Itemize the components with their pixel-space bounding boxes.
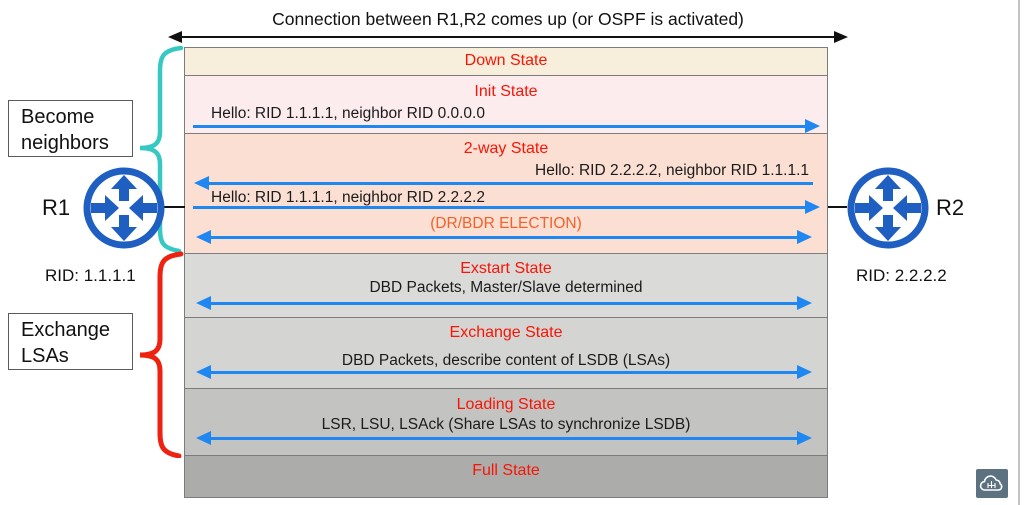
become-neighbors-box: Become neighbors xyxy=(8,100,133,157)
exchange-lsas-label: Exchange LSAs xyxy=(21,319,110,367)
brace-exchange-lsas xyxy=(139,251,184,458)
hello-message: Hello: RID 2.2.2.2, neighbor RID 1.1.1.1 xyxy=(535,162,809,179)
rid-r1: RID: 1.1.1.1 xyxy=(45,266,136,285)
packet-arrow-right xyxy=(192,200,820,214)
become-neighbors-label: Become neighbors xyxy=(21,106,109,154)
dr-bdr-election-label: (DR/BDR ELECTION) xyxy=(430,215,582,232)
dbd-message: DBD Packets, describe content of LSDB (L… xyxy=(341,352,671,369)
page-edge-divider xyxy=(1018,0,1020,505)
state-title: Down State xyxy=(464,52,548,69)
connection-span-arrow xyxy=(168,31,848,44)
state-title: Exstart State xyxy=(460,260,552,277)
router-r2-icon xyxy=(847,167,929,249)
state-title: Init State xyxy=(474,83,538,100)
dbd-message: DBD Packets, Master/Slave determined xyxy=(369,279,643,296)
state-band-loading: Loading State LSR, LSU, LSAck (Share LSA… xyxy=(185,388,827,455)
arrow-right-head-icon xyxy=(834,31,848,43)
state-title: Exchange State xyxy=(449,324,563,341)
state-band-init: Init State Hello: RID 1.1.1.1, neighbor … xyxy=(185,75,827,133)
r1-label: R1 xyxy=(42,195,71,220)
diagram-title: Connection between R1,R2 comes up (or OS… xyxy=(272,9,744,29)
state-title: Loading State xyxy=(456,396,556,413)
packet-arrow-both xyxy=(196,296,812,310)
rid-r2: RID: 2.2.2.2 xyxy=(856,266,947,285)
lsa-message: LSR, LSU, LSAck (Share LSAs to synchroni… xyxy=(321,416,691,433)
packet-arrow-left xyxy=(194,176,814,190)
cloud-circuit-icon xyxy=(979,475,1003,491)
r2-label: R2 xyxy=(936,195,965,220)
state-timeline-box: Down State Init State Hello: RID 1.1.1.1… xyxy=(184,47,828,498)
state-band-2way: 2-way State Hello: RID 2.2.2.2, neighbor… xyxy=(185,133,827,253)
hello-message: Hello: RID 1.1.1.1, neighbor RID 0.0.0.0 xyxy=(211,105,485,122)
cloud-logo-badge xyxy=(976,469,1008,498)
connector-line-left xyxy=(160,206,185,209)
state-band-down: Down State xyxy=(185,48,827,75)
packet-arrow-both xyxy=(196,431,812,445)
packet-arrow-right xyxy=(192,119,820,133)
brace-become-neighbors xyxy=(139,45,184,254)
packet-arrow-both xyxy=(196,230,812,244)
state-title: Full State xyxy=(472,462,540,479)
state-band-exstart: Exstart State DBD Packets, Master/Slave … xyxy=(185,253,827,317)
hello-message: Hello: RID 1.1.1.1, neighbor RID 2.2.2.2 xyxy=(211,189,485,206)
connector-line-right xyxy=(828,206,847,209)
state-band-full: Full State xyxy=(185,455,827,497)
router-r1-icon xyxy=(83,167,165,249)
packet-arrow-both xyxy=(196,365,812,379)
state-title: 2-way State xyxy=(463,140,549,157)
state-band-exchange: Exchange State DBD Packets, describe con… xyxy=(185,317,827,388)
arrow-left-head-icon xyxy=(168,31,182,43)
exchange-lsas-box: Exchange LSAs xyxy=(8,313,133,370)
